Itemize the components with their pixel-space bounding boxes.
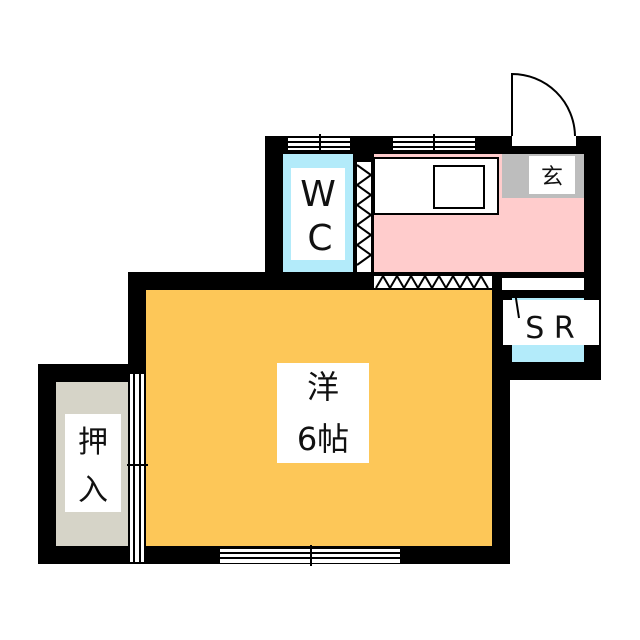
- storage-label: S R: [525, 311, 574, 346]
- room-storage: S R: [502, 278, 599, 362]
- kitchen-folding-door[interactable]: [374, 274, 492, 290]
- wc-label-1: W: [300, 174, 336, 215]
- sink-icon: [433, 165, 485, 209]
- wc-folding-door[interactable]: [355, 162, 373, 272]
- closet-label-1: 押: [78, 425, 108, 460]
- room-closet: 押 入: [56, 382, 128, 546]
- room-wc: W C: [283, 154, 353, 272]
- closet-sliding-door[interactable]: [127, 374, 148, 562]
- entrance-label: 玄: [541, 165, 563, 190]
- wc-label-2: C: [307, 218, 332, 259]
- room-western: 洋 6帖: [146, 290, 492, 546]
- room-entrance: 玄: [502, 154, 584, 198]
- western-label-1: 洋: [307, 368, 339, 406]
- closet-label-2: 入: [78, 473, 108, 508]
- western-label-2: 6帖: [297, 420, 349, 458]
- window-western: [220, 545, 400, 566]
- entrance-door-icon[interactable]: [511, 72, 576, 146]
- window-wc: [288, 134, 350, 152]
- window-kitchen: [393, 134, 475, 152]
